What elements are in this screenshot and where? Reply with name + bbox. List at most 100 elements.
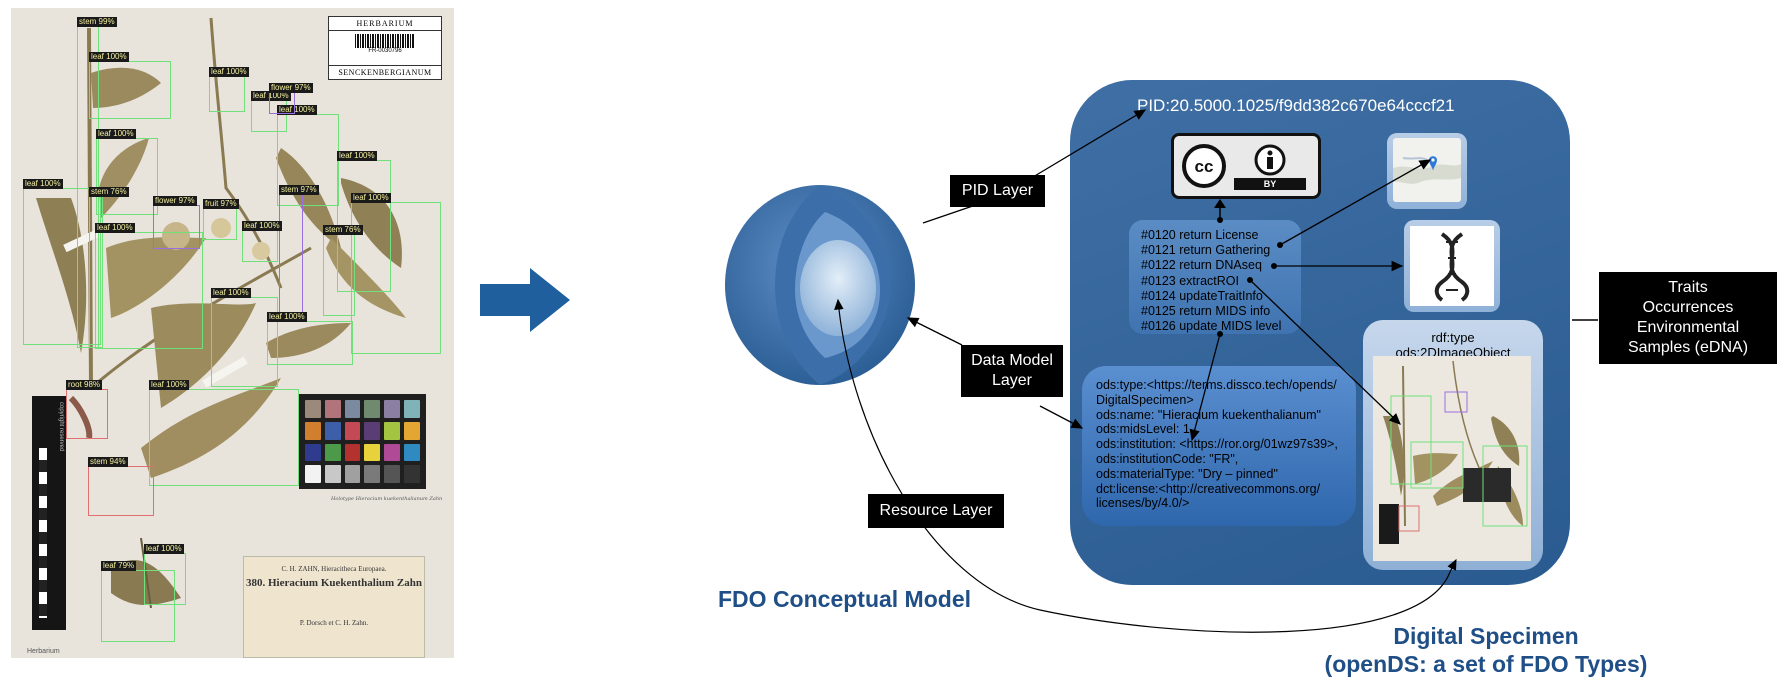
ruler-text: copyright reserved [58,402,64,452]
detection-box: leaf 100% [211,288,278,387]
dna-image [1410,226,1494,306]
detection-box: leaf 100% [267,312,353,365]
color-patch [384,421,401,440]
specimen-label-collectors: P. Dorsch et C. H. Zahn. [299,619,369,627]
color-patch [324,465,341,483]
color-patch [344,400,361,418]
detection-box: leaf 79% [101,561,175,642]
color-patch [305,421,321,440]
color-patch [344,421,361,440]
traits-line: Samples (eDNA) [1627,339,1749,356]
svg-text:cc: cc [1195,157,1214,176]
detection-box: leaf 100% [96,129,158,215]
resource-layer-label: Resource Layer [868,494,1004,528]
color-patch [364,421,381,440]
color-patch [324,443,341,462]
pid-identifier: PID:20.5000.1025/f9dd382c670e64cccf21 [1137,96,1455,115]
specimen-label-collection: C. H. ZAHN, Hieracitheca Europaea. [281,565,387,573]
color-patch [404,443,420,462]
detection-box: leaf 100% [209,67,249,112]
detection-box: leaf 100% [23,179,101,345]
color-calibration-chart [299,394,426,489]
color-patch [384,400,401,418]
color-patch [364,400,381,418]
ods-metadata-box: ods:type:<https://terms.dissco.tech/open… [1082,366,1356,526]
data-model-layer-label: Data Model Layer [961,345,1063,397]
detection-box: stem 76% [323,225,363,316]
detection-box: flower 97% [153,196,200,249]
detection-box: stem 76% [89,187,129,348]
barcode [355,34,415,48]
operation-item: #0120 return License [1141,228,1259,242]
ods-line: ods:type:<https://terms.dissco.tech/open… [1096,378,1337,392]
operation-item: #0121 return Gathering [1141,243,1271,258]
detection-box: root 98% [66,380,108,439]
color-patch [305,400,321,418]
traits-line: Traits [1668,279,1708,296]
herbarium-sheet-image: stem 99% leaf 100% leaf 100% leaf 100% l… [11,8,454,658]
digital-specimen-subheading: (openDS: a set of FDO Types) [1324,651,1648,677]
operation-item: #0126 update MIDS level [1141,319,1282,334]
fdo-conceptual-model-title: FDO Conceptual Model [718,586,971,612]
ods-line: dct:license:<http://creativecommons.org/ [1096,481,1321,496]
color-patch [404,421,420,440]
pid-layer-label: PID Layer [950,175,1045,207]
traits-line: Occurrences [1642,299,1734,316]
ods-line: ods:name: "Hieracium kuekenthalianum" [1096,407,1321,422]
operations-list-box: #0120 return License #0121 return Gather… [1129,220,1301,334]
creative-commons-icon: cc [1182,144,1306,190]
color-patch [305,465,321,483]
herbarium-label: HERBARIUM FR-0030796 SENCKENBERGIANUM [328,16,442,80]
color-patch [344,465,361,483]
color-patch [364,443,381,462]
color-patch [324,421,341,440]
traits-line: Environmental [1636,319,1740,336]
scale-bar [39,448,47,618]
detection-box: leaf 100% [89,52,171,119]
color-patch [324,400,341,418]
digital-specimen-title: Digital Specimen (openDS: a set of FDO T… [1316,622,1656,678]
thumbnail-plant-drawing [1379,360,1528,544]
detection-box: leaf 100% [149,380,299,486]
color-patch [364,465,381,483]
ods-line: ods:midsLevel: 1 [1096,422,1190,437]
color-patch [344,443,361,462]
digital-specimen-heading: Digital Specimen [1393,623,1579,649]
operation-item: #0125 return MIDS info [1141,304,1271,319]
specimen-label: C. H. ZAHN, Hieracitheca Europaea. 380. … [243,556,425,658]
traits-occurrences-box: Traits Occurrences Environmental Samples… [1599,272,1777,364]
right-arrow-icon [480,268,570,332]
operation-item: #0124 updateTraitInfo [1141,288,1263,303]
detection-box: stem 94% [88,457,154,516]
herbarium-thumbnail-image [1373,356,1531,561]
detection-box: leaf 100% [144,544,186,605]
color-patch [384,465,401,483]
operation-item: #0123 extractROI [1141,273,1239,288]
color-patch [384,443,401,462]
color-patch [404,465,420,483]
herbarium-label-institution: SENCKENBERGIANUM [329,65,441,79]
ruler: copyright reserved [32,396,66,630]
ods-line: DigitalSpecimen> [1096,392,1194,407]
ods-line: ods:institution: <https://ror.org/01wz97… [1096,437,1338,452]
detection-box: leaf 100% [95,223,203,349]
ods-line: ods:materialType: "Dry – pinned" [1096,466,1278,481]
herbarium-label-title: HERBARIUM [329,17,441,31]
herbarium-footer: Herbarium [27,648,60,655]
operation-item: #0122 return DNAseq [1141,258,1262,273]
map-image [1393,138,1461,202]
fdo-layers-sphere-icon [725,185,915,385]
specimen-label-taxon: 380. Hieracium Kuekenthalium Zahn [245,577,423,589]
handwritten-note: Holotype Hieracium kuekenthalianum Zahn [331,496,443,502]
image-type-predicate: rdf:type [1431,330,1475,345]
ods-line: ods:institutionCode: "FR", [1096,451,1239,466]
detection-box: flower 97% [269,83,313,114]
detection-box: leaf 100% [351,193,441,354]
barcode-number: FR-0030796 [368,48,402,54]
cc-by-license-badge: cc BY [1171,133,1321,199]
ods-line: licenses/by/4.0/> [1096,496,1190,511]
detection-box: fruit 97% [203,199,239,240]
license-badge-text: BY [1263,179,1277,189]
